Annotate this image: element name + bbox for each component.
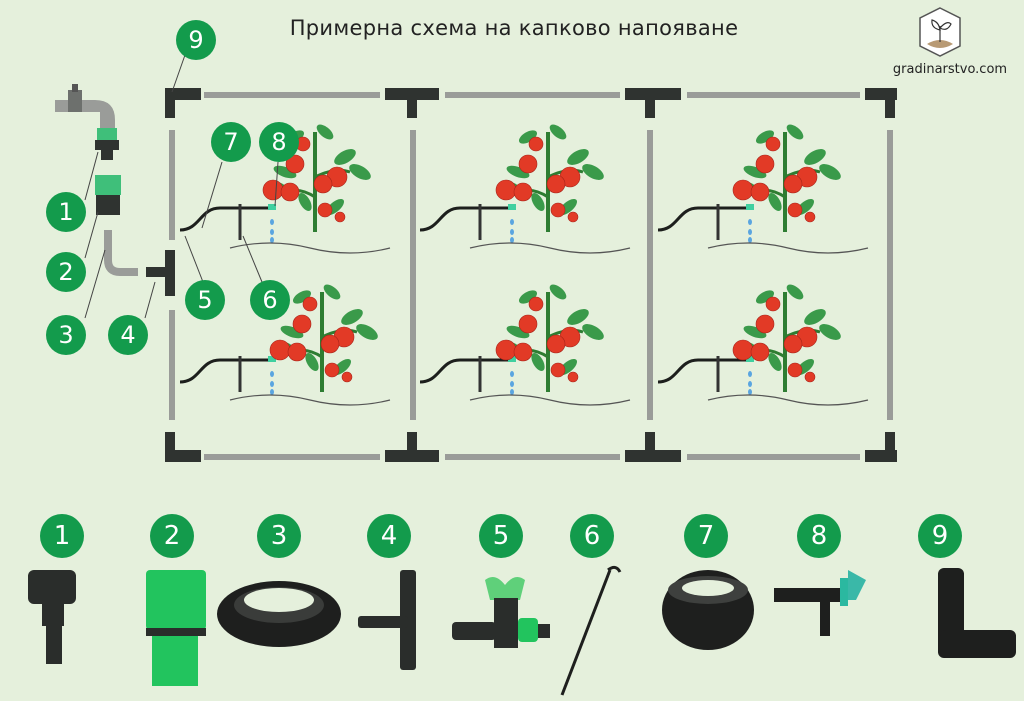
callout-4: 4 [108,315,148,355]
callout-6: 6 [250,280,290,320]
callout-9: 9 [176,20,216,60]
part-dripper [774,570,866,636]
callout-8: 8 [259,122,299,162]
sprout-hexagon-icon [919,7,961,57]
part-hose-connector [146,570,206,686]
callout-3: 3 [46,315,86,355]
callout-1: 1 [46,192,86,232]
diagram-title: Примерна схема на капково напояване [289,16,739,40]
callout-5: 5 [185,280,225,320]
part-badge-7: 7 [684,514,728,558]
part-elbow [938,568,1016,658]
faucet-icon [55,84,115,128]
part-tee [358,570,416,670]
part-badge-3: 3 [257,514,301,558]
part-hose-coil [217,581,341,647]
part-badge-8: 8 [797,514,841,558]
brand-name: gradinarstvo.com [892,62,1008,77]
part-badge-4: 4 [367,514,411,558]
part-thin-tube-coil [662,570,754,650]
part-badge-2: 2 [150,514,194,558]
callout-7: 7 [211,122,251,162]
part-badge-1: 1 [40,514,84,558]
part-valve [452,576,550,648]
part-stake [560,565,622,696]
part-badge-9: 9 [918,514,962,558]
part-badge-6: 6 [570,514,614,558]
part-tap-adapter [28,570,76,664]
part-badge-5: 5 [479,514,523,558]
callout-2: 2 [46,252,86,292]
